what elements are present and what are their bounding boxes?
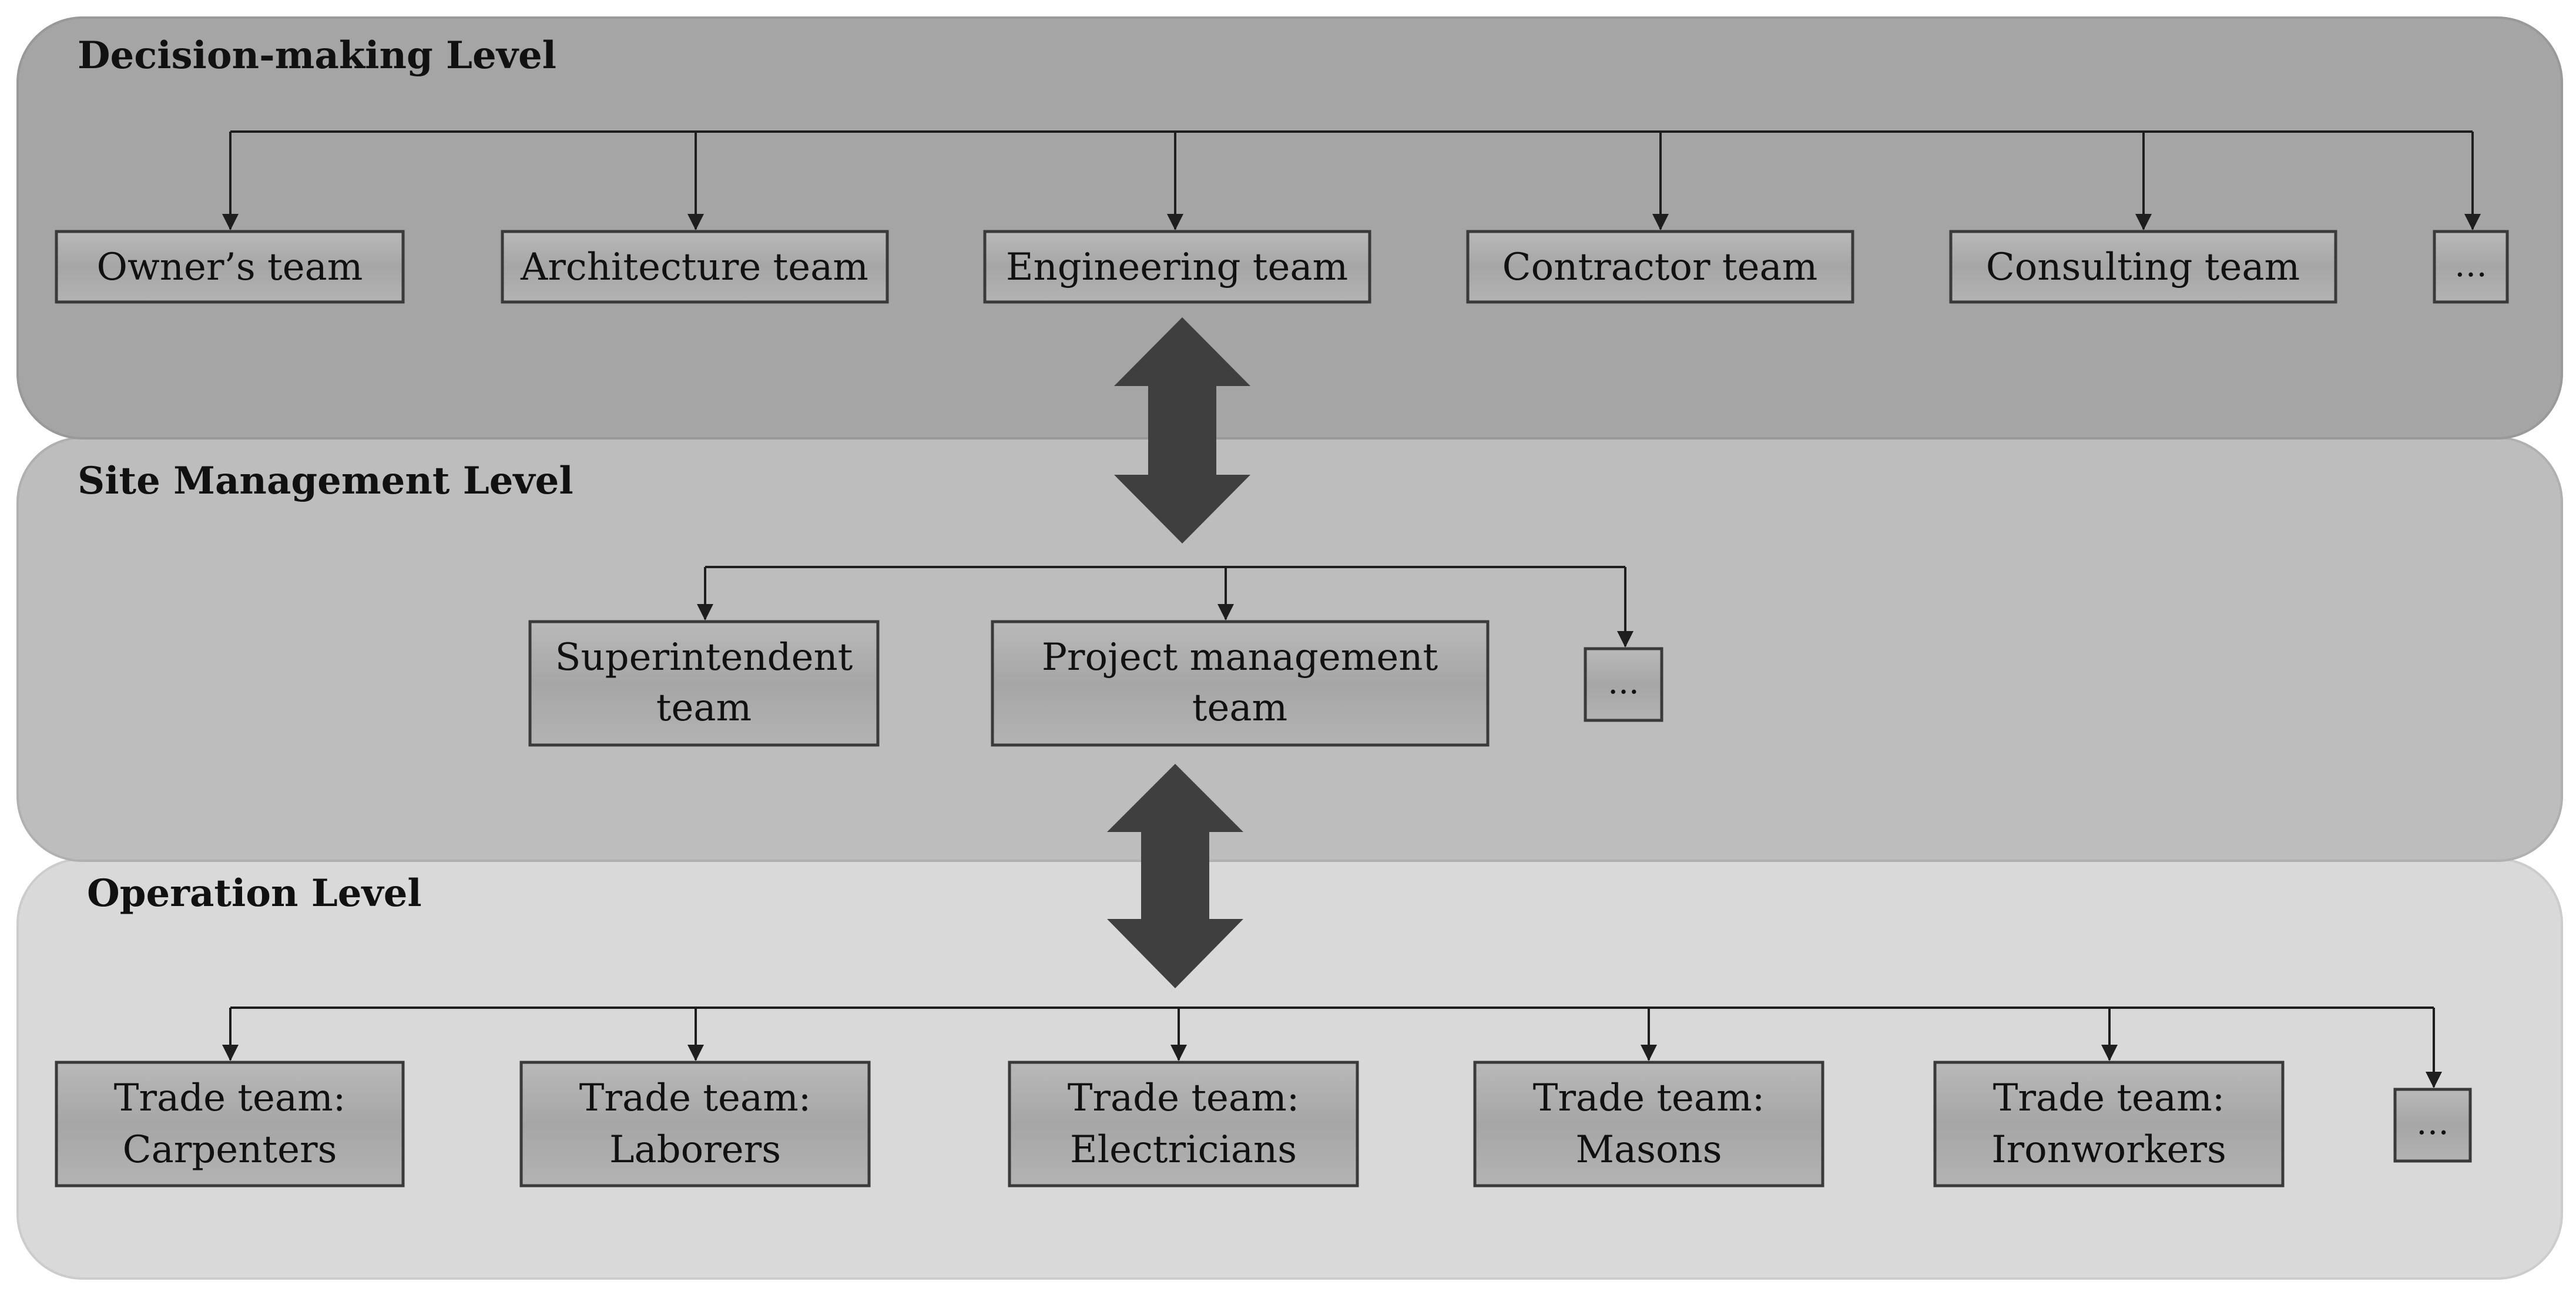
team-label-line2: Laborers: [609, 1128, 781, 1172]
team-label: Contractor team: [1502, 246, 1818, 289]
team-label-line1: Trade team:: [1068, 1076, 1300, 1120]
team-label-line1: Trade team:: [114, 1076, 346, 1120]
double-arrow-decision-site: [1114, 317, 1250, 544]
operation-connectors: [222, 1007, 2442, 1088]
operation-team-masons: Trade team: Masons: [1473, 1061, 1824, 1187]
decision-team-contractor: Contractor team: [1466, 230, 1854, 304]
decision-team-architecture: Architecture team: [501, 230, 889, 304]
decision-team-more: …: [2433, 230, 2509, 304]
team-label: Consulting team: [1986, 246, 2300, 289]
decision-connectors: [222, 130, 2481, 230]
team-label-line2: Carpenters: [123, 1128, 337, 1172]
operation-team-electricians: Trade team: Electricians: [1008, 1061, 1359, 1187]
decision-team-owner: Owner’s team: [55, 230, 405, 304]
operation-team-more: …: [2393, 1088, 2472, 1163]
team-label-line2: Ironworkers: [1991, 1128, 2226, 1172]
decision-team-consulting: Consulting team: [1949, 230, 2337, 304]
team-label-line1: Trade team:: [1993, 1076, 2225, 1120]
operation-level-title: Operation Level: [87, 871, 422, 915]
team-label: ...: [1608, 663, 1639, 702]
team-label: …: [2416, 1104, 2449, 1142]
site-level-title: Site Management Level: [78, 459, 573, 503]
site-team-superintendent: Superintendent team: [528, 620, 880, 747]
operation-team-laborers: Trade team: Laborers: [519, 1061, 871, 1187]
team-label-line2: team: [1192, 686, 1287, 730]
decision-making-level-band: [16, 16, 2563, 440]
team-label: …: [2454, 246, 2487, 284]
team-label-line2: team: [656, 686, 752, 730]
double-arrow-site-operation: [1107, 764, 1243, 988]
team-label-line2: Masons: [1575, 1128, 1722, 1172]
team-label: Engineering team: [1006, 246, 1348, 289]
site-team-more: ...: [1584, 647, 1663, 722]
site-team-project-management: Project management team: [991, 620, 1490, 747]
operation-team-ironworkers: Trade team: Ironworkers: [1933, 1061, 2285, 1187]
team-label-line1: Trade team:: [579, 1076, 811, 1120]
team-label-line1: Trade team:: [1533, 1076, 1765, 1120]
team-label-line1: Superintendent: [555, 636, 853, 679]
team-label-line2: Electricians: [1070, 1128, 1297, 1172]
site-connectors: [697, 566, 1634, 648]
team-label: Architecture team: [520, 246, 868, 289]
decision-team-engineering: Engineering team: [983, 230, 1371, 304]
decision-level-title: Decision-making Level: [78, 33, 556, 78]
team-label-line1: Project management: [1042, 636, 1438, 679]
operation-team-carpenters: Trade team: Carpenters: [55, 1061, 405, 1187]
team-label: Owner’s team: [97, 246, 363, 289]
